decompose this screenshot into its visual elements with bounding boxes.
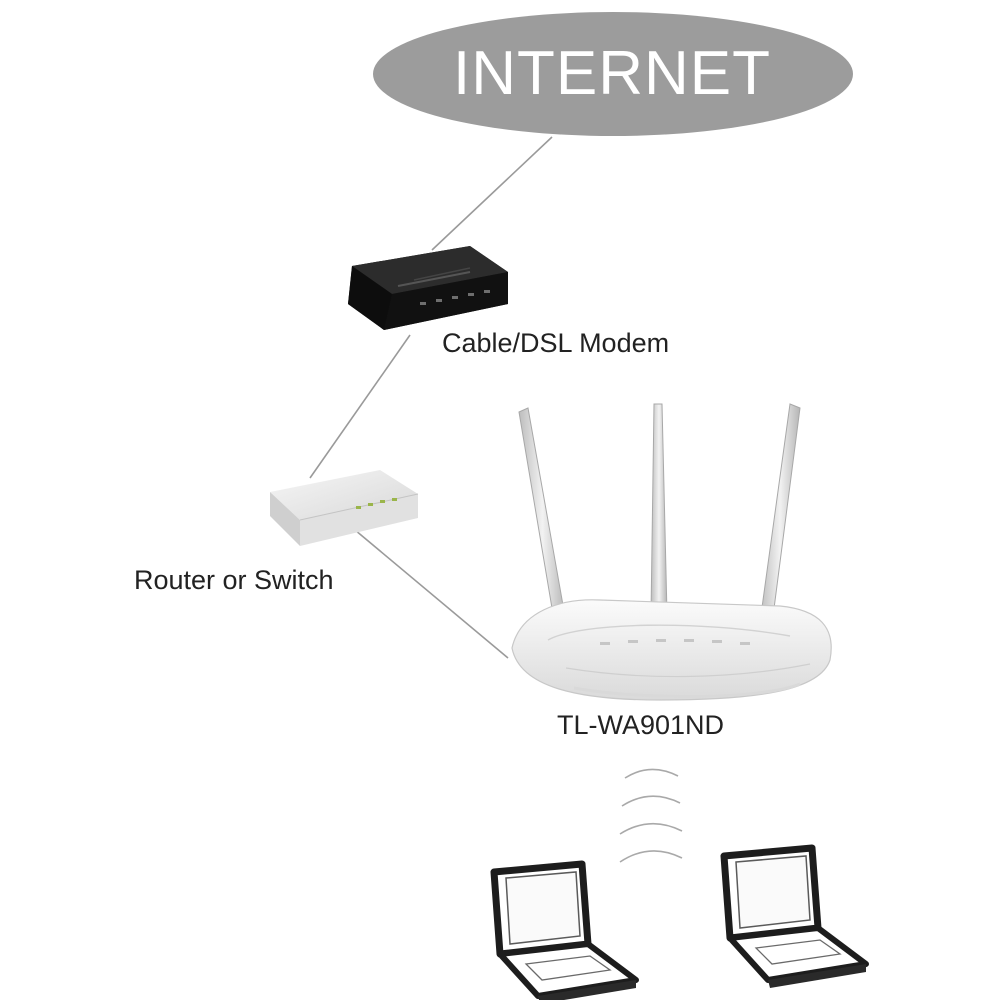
access-point-label: TL-WA901ND — [557, 710, 725, 740]
modem-icon — [348, 246, 508, 330]
access-point-icon — [511, 403, 832, 701]
antenna-center — [650, 403, 668, 615]
antenna-right — [759, 403, 801, 625]
internet-cloud — [373, 12, 853, 136]
link-internet-modem — [431, 136, 553, 251]
laptop-icon — [490, 860, 639, 1004]
connection-lines — [309, 136, 553, 659]
link-router-ap — [354, 529, 509, 659]
laptop-icon — [720, 844, 869, 988]
switch-icon — [270, 470, 419, 546]
link-modem-router — [309, 334, 411, 479]
wireless-signal-icon — [619, 768, 683, 863]
internet-label: INTERNET — [453, 39, 771, 108]
antenna-left — [518, 407, 567, 627]
router-label: Router or Switch — [134, 565, 334, 595]
modem-label: Cable/DSL Modem — [442, 328, 670, 358]
